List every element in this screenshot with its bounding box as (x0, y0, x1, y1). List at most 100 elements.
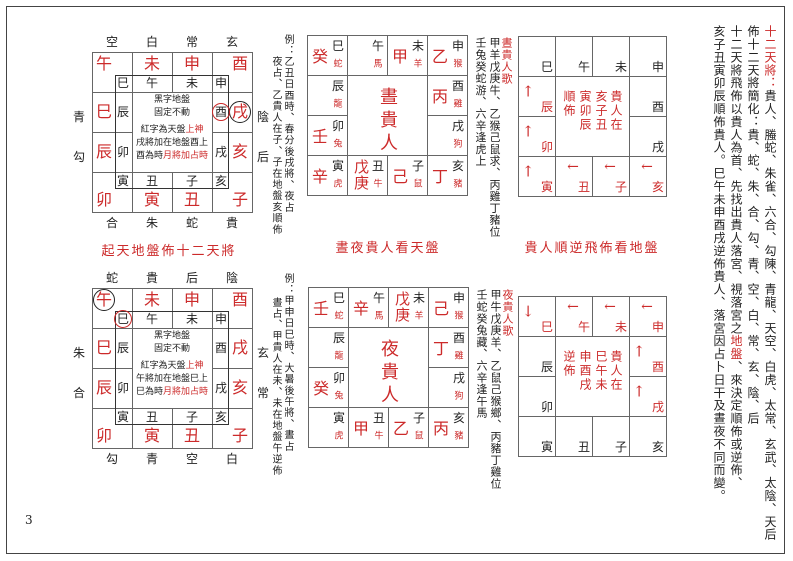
earth-plate-branch: 卯 (116, 145, 130, 159)
center-note-line: 黑字地盤 (132, 330, 212, 343)
general-label: 后 (256, 150, 270, 164)
earthly-branch: 午 (372, 291, 386, 305)
heaven-plate-branch: 寅 (143, 190, 161, 209)
text-segment: 、來決定順佈或逆佈、 (729, 360, 743, 490)
center-text-column: 順佈 (562, 90, 576, 118)
center-note-line: 固定不動 (132, 343, 212, 356)
general-label: 蛇 (105, 271, 119, 285)
earthly-branch: 未 (411, 39, 425, 53)
earth-plate-branch: 戌 (214, 381, 228, 395)
palace-cell (518, 336, 556, 377)
center-note-line: 固定不動 (132, 107, 212, 120)
earthly-branch: 卯 (331, 119, 345, 133)
center-note-line: 午將加在地盤巳上 (132, 373, 212, 386)
earthly-branch: 午 (577, 60, 591, 74)
earthly-branch: 子 (412, 411, 426, 425)
zodiac-animal: 雞 (453, 99, 463, 110)
general-label: 后 (185, 271, 199, 285)
heaven-plate-branch: 巳 (95, 102, 113, 121)
palace-cell (518, 76, 556, 117)
heavenly-stem: 丁 (432, 339, 450, 358)
earthly-branch: 午 (577, 320, 591, 334)
center-text-column: 貴人在 (609, 350, 623, 392)
text-segment: 地盤 (729, 334, 743, 361)
earthly-branch: 亥 (651, 180, 665, 194)
arrow-left-icon: ← (641, 159, 653, 175)
heavenly-stem: 乙 (431, 47, 449, 66)
zodiac-animal: 狗 (454, 391, 464, 402)
intro-text-column: 十二天將：貴人、螣蛇、朱雀、六合、勾陳、青龍、天空、白虎、太常、玄武、太陰、天后 (763, 25, 777, 541)
earthly-branch: 巳 (331, 39, 345, 53)
intro-text-column: 十二天將飛佈以貴人為首、先找出貴人落宮、視落宮之地盤、來決定順佈或逆佈、 (729, 25, 743, 490)
earth-plate-branch: 寅 (116, 174, 130, 188)
general-label: 貴 (225, 216, 239, 230)
center-note: 黑字地盤固定不動紅字為天盤上神午將加在地盤巳上巳為時月將加占時 (132, 330, 212, 399)
general-label: 白 (145, 35, 159, 49)
earth-plate-branch: 亥 (214, 174, 228, 188)
earthly-branch: 卯 (332, 371, 346, 385)
text-segment: 上神 (185, 361, 204, 371)
earth-plate-branch: 巳 (116, 76, 130, 90)
general-label: 青 (145, 452, 159, 466)
text-segment: 黑字地盤 (153, 331, 190, 341)
zodiac-animal: 羊 (413, 59, 423, 70)
earthly-branch: 寅 (540, 440, 554, 454)
heaven-plate-branch: 戌 (231, 338, 249, 357)
earthly-branch: 寅 (331, 159, 345, 173)
text-segment: 紅字為天盤 (140, 361, 186, 371)
earthly-branch: 巳 (540, 320, 554, 334)
earthly-branch: 戌 (451, 119, 465, 133)
diagram-caption: 晝夜貴人看天盤 (335, 241, 441, 256)
text-segment: 紅字為天盤 (140, 125, 186, 135)
arrow-up-icon: ↑ (632, 382, 646, 401)
center-text-column: 寅卯辰 (578, 90, 592, 132)
zodiac-animal: 龍 (334, 351, 344, 362)
earth-plate-branch: 丑 (145, 410, 159, 424)
heavenly-stem: 壬 (312, 299, 330, 318)
earthly-branch: 亥 (451, 159, 465, 173)
heaven-plate-branch: 午 (95, 54, 113, 73)
intro-text-column: 佈十二天將簡化：貴、蛇、朱、合、勾、青、空、白、常、玄、陰、后 (746, 25, 760, 425)
earthly-branch: 酉 (452, 331, 466, 345)
general-label: 陰 (225, 271, 239, 285)
board-cell (92, 328, 133, 369)
board-cell (92, 92, 133, 133)
circle-mark-icon (212, 103, 230, 121)
center-note: 黑字地盤固定不動紅字為天盤上神戌將加在地盤酉上酉為時月將加占時 (132, 94, 212, 163)
palace-cell (308, 327, 349, 368)
earthly-branch: 丑 (577, 440, 591, 454)
general-label: 常 (185, 35, 199, 49)
earthly-branch: 丑 (577, 180, 591, 194)
heaven-plate-branch: 辰 (95, 142, 113, 161)
heavenly-stem: 癸 (311, 47, 329, 66)
earthly-branch: 子 (614, 180, 628, 194)
earth-plate-branch: 未 (185, 76, 199, 90)
earthly-branch: 丑 (372, 411, 386, 425)
zodiac-animal: 豬 (453, 179, 463, 190)
center-note-line: 戌將加在地盤酉上 (132, 137, 212, 150)
earth-plate-branch: 辰 (116, 105, 130, 119)
earthly-branch: 午 (371, 39, 385, 53)
arrow-down-icon: ↓ (521, 302, 535, 321)
earthly-branch: 申 (651, 60, 665, 74)
earth-ring-border (115, 311, 229, 425)
diagram-caption: 貴人順逆飛佈看地盤 (524, 241, 660, 256)
general-label: 勾 (105, 452, 119, 466)
earthly-branch: 亥 (452, 411, 466, 425)
earthly-branch: 未 (614, 60, 628, 74)
heavenly-stem: 辛 (352, 299, 370, 318)
earthly-branch: 戌 (651, 140, 665, 154)
text-segment: 午將加在地盤巳上 (135, 374, 208, 384)
earth-plate-branch: 申 (214, 76, 228, 90)
example-note: 例：乙丑日酉時、春分後戌將、夜占 (282, 34, 293, 214)
text-segment: 固定不動 (153, 108, 190, 118)
heavenly-stem: 壬 (311, 127, 329, 146)
text-segment: 固定不動 (153, 344, 190, 354)
text-segment: 巳為時 (135, 387, 163, 397)
center-title: 晝貴人 (377, 87, 398, 156)
earthly-branch: 亥 (651, 440, 665, 454)
arrow-left-icon: ← (567, 299, 579, 315)
zodiac-animal: 猴 (453, 59, 463, 70)
earth-plate-branch: 卯 (116, 381, 130, 395)
palace-cell (307, 75, 348, 116)
